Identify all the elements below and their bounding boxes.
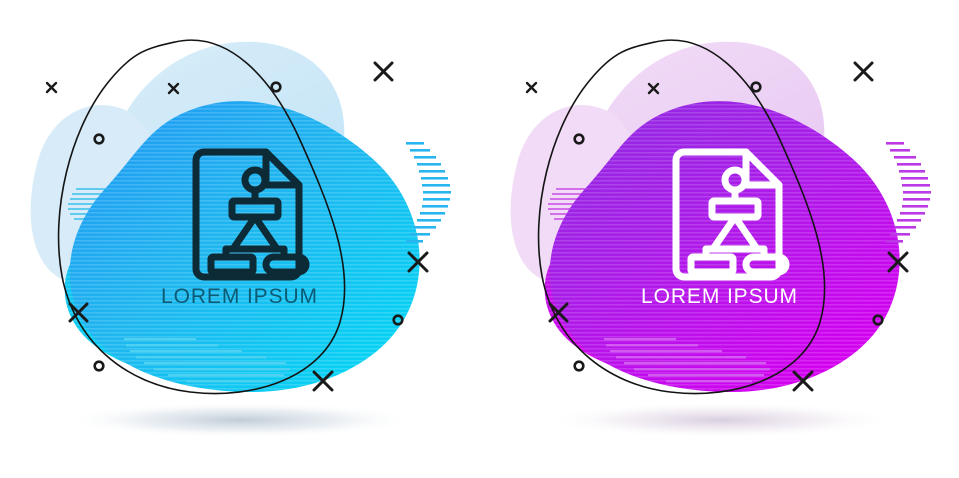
cross-marker-small (525, 81, 660, 95)
decoration-markers (525, 61, 909, 392)
circle-marker (573, 81, 884, 372)
node-rect-bottom-left (687, 253, 737, 276)
cross-marker-large (68, 61, 429, 392)
node-rounded-bottom-right (742, 253, 790, 276)
node-rounded-bottom-right (262, 253, 310, 276)
stripe-fade-bottom (604, 338, 770, 383)
outline-blob-curve (57, 39, 346, 395)
circle-marker (93, 81, 404, 372)
document-flowchart-icon[interactable] (192, 148, 310, 281)
banner-purple[interactable]: LOREM IPSUM (480, 0, 959, 478)
banner-blue-canvas (30, 39, 451, 438)
stripe-fade-bottom (124, 338, 290, 383)
banner-blue[interactable]: LOREM IPSUM (0, 0, 479, 478)
connector-triangle (709, 213, 761, 253)
outline-blob-curve (537, 39, 826, 395)
decoration-markers (45, 61, 429, 392)
stripe-fade-right (406, 142, 451, 243)
cross-marker-small (45, 81, 180, 95)
document-flowchart-icon[interactable] (672, 148, 790, 281)
stripe-fade-right (886, 142, 931, 243)
connector-triangle (229, 213, 281, 253)
cross-marker-large (548, 61, 909, 392)
ground-shadow (65, 402, 415, 438)
ground-shadow (545, 402, 895, 438)
node-rect-bottom-left (207, 253, 257, 276)
banner-purple-canvas (510, 39, 931, 438)
